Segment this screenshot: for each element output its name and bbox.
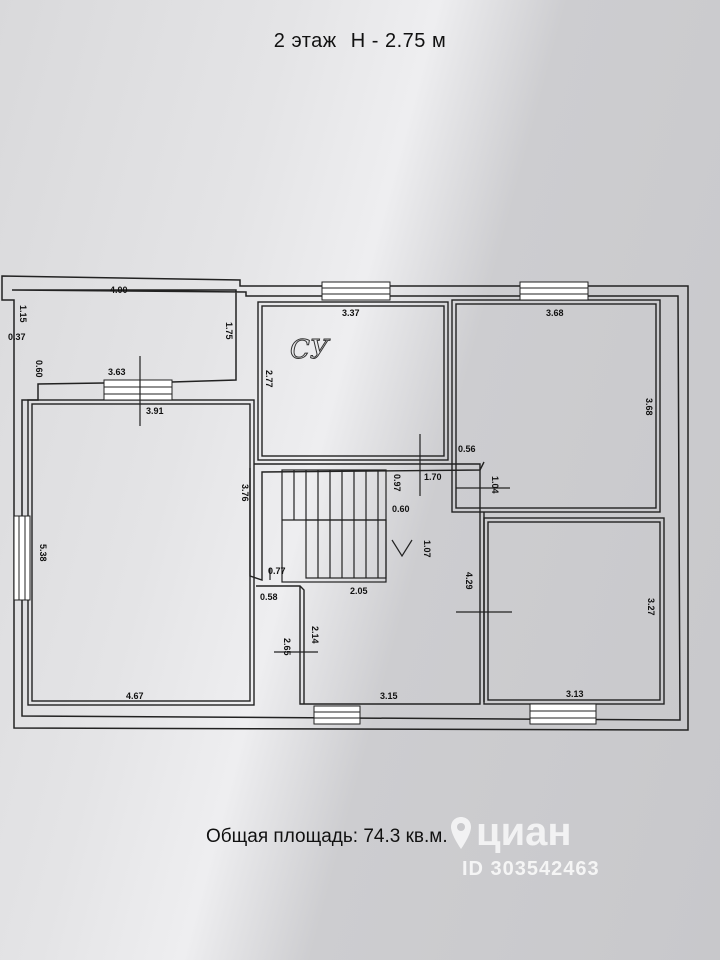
dim-1-75: 1.75	[224, 322, 234, 340]
dim-2-65: 2.65	[282, 638, 292, 656]
dim-0-56: 0.56	[458, 444, 476, 454]
dim-2-77: 2.77	[264, 370, 274, 388]
dim-3-76: 3.76	[240, 484, 250, 502]
total-area: Общая площадь: 74.3 кв.м.	[206, 826, 448, 847]
watermark-brand-text: циан	[476, 810, 572, 854]
dimension-labels: 4.00 1.15 0.37 0.60 1.75 3.63 3.91 3.37 …	[8, 285, 656, 701]
dim-3-15: 3.15	[380, 691, 398, 701]
dim-0-60: 0.60	[34, 360, 44, 378]
dim-1-15: 1.15	[18, 305, 28, 323]
dim-3-68-side: 3.68	[644, 398, 654, 416]
floor-title: 2 этаж H - 2.75 м	[0, 30, 720, 53]
windows	[13, 281, 597, 725]
ceiling-height: H - 2.75 м	[350, 30, 447, 52]
staircase	[281, 469, 413, 583]
interior-walls	[27, 299, 665, 706]
dim-3-37: 3.37	[342, 308, 360, 318]
dim-1-04: 1.04	[490, 476, 500, 494]
dim-3-91: 3.91	[146, 406, 164, 416]
dim-0-60b: 0.60	[392, 504, 410, 514]
door-marks	[139, 356, 512, 653]
dim-4-00: 4.00	[110, 285, 128, 295]
dim-2-14: 2.14	[310, 626, 320, 644]
dim-1-70: 1.70	[424, 472, 442, 482]
dim-3-68-top: 3.68	[546, 308, 564, 318]
dim-0-58: 0.58	[260, 592, 278, 602]
dim-3-13: 3.13	[566, 689, 584, 699]
dim-0-77: 0.77	[268, 566, 286, 576]
dim-0-37: 0.37	[8, 332, 26, 342]
dim-2-05: 2.05	[350, 586, 368, 596]
dim-0-97: 0.97	[392, 474, 402, 492]
dim-4-67: 4.67	[126, 691, 144, 701]
outer-walls	[1, 275, 689, 731]
dim-3-27: 3.27	[646, 598, 656, 616]
dim-1-07: 1.07	[422, 540, 432, 558]
watermark-id: ID 303542463	[462, 858, 600, 880]
dim-5-38: 5.38	[38, 544, 48, 562]
dim-3-63: 3.63	[108, 367, 126, 377]
location-pin-icon	[451, 816, 471, 849]
dim-4-29: 4.29	[464, 572, 474, 590]
watermark-brand: циан	[450, 810, 572, 855]
floor-label: 2 этаж	[273, 30, 337, 52]
handwritten-room-mark: СУ	[290, 335, 331, 365]
